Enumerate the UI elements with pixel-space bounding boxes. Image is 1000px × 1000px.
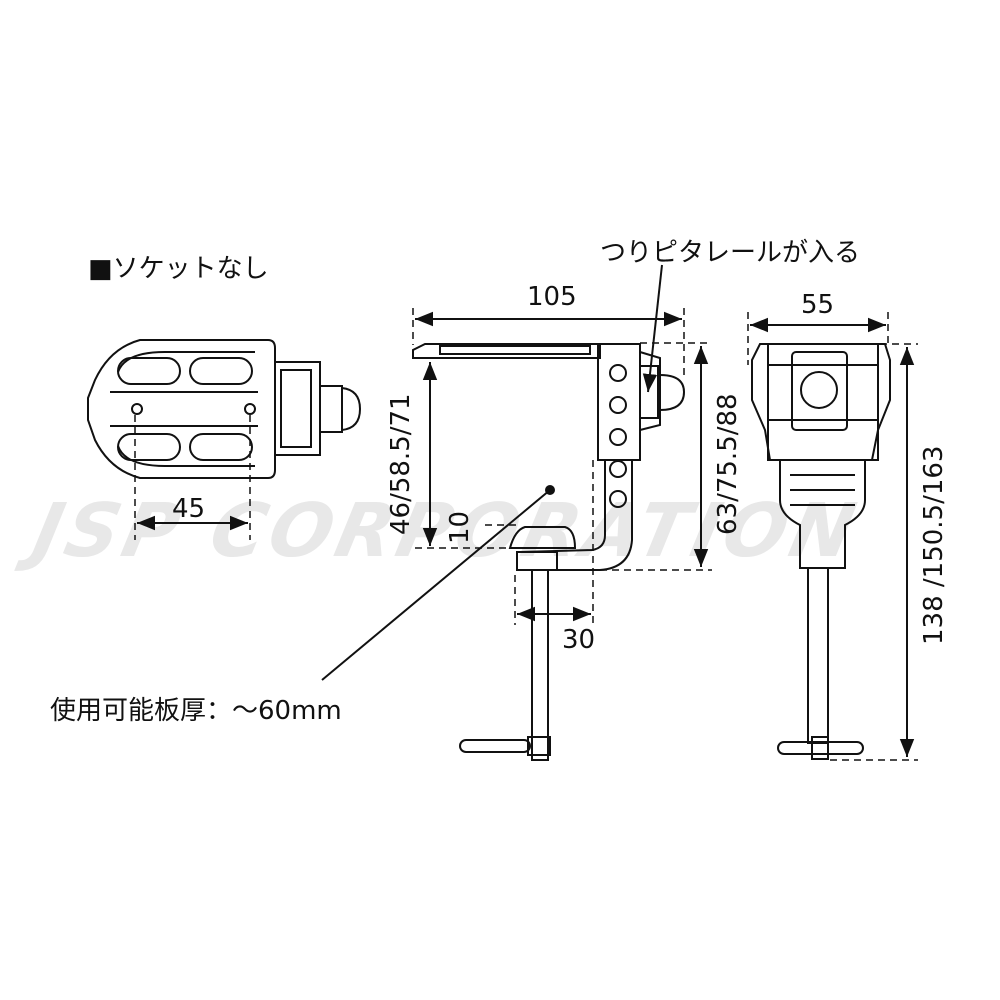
leader-dot bbox=[545, 485, 555, 495]
dim-pad: 10 bbox=[445, 510, 475, 544]
dim-front-height: 138 /150.5/163 bbox=[919, 445, 949, 645]
dim-side-offset: 30 bbox=[562, 625, 596, 655]
side-view bbox=[412, 343, 686, 761]
page-title: ■ソケットなし bbox=[88, 254, 269, 284]
top-view bbox=[87, 339, 362, 479]
dim-top-width: 45 bbox=[172, 494, 206, 524]
dim-side-outer-height: 63/75.5/88 bbox=[713, 393, 743, 535]
dim-side-inner-height: 46/58.5/71 bbox=[386, 393, 416, 535]
dim-side-width: 105 bbox=[527, 282, 577, 312]
dim-front-width: 55 bbox=[801, 290, 835, 320]
rail-callout: つりピタレールが入る bbox=[600, 238, 861, 268]
front-view bbox=[751, 343, 891, 760]
thickness-callout: 使用可能板厚：～60mm bbox=[50, 696, 342, 726]
